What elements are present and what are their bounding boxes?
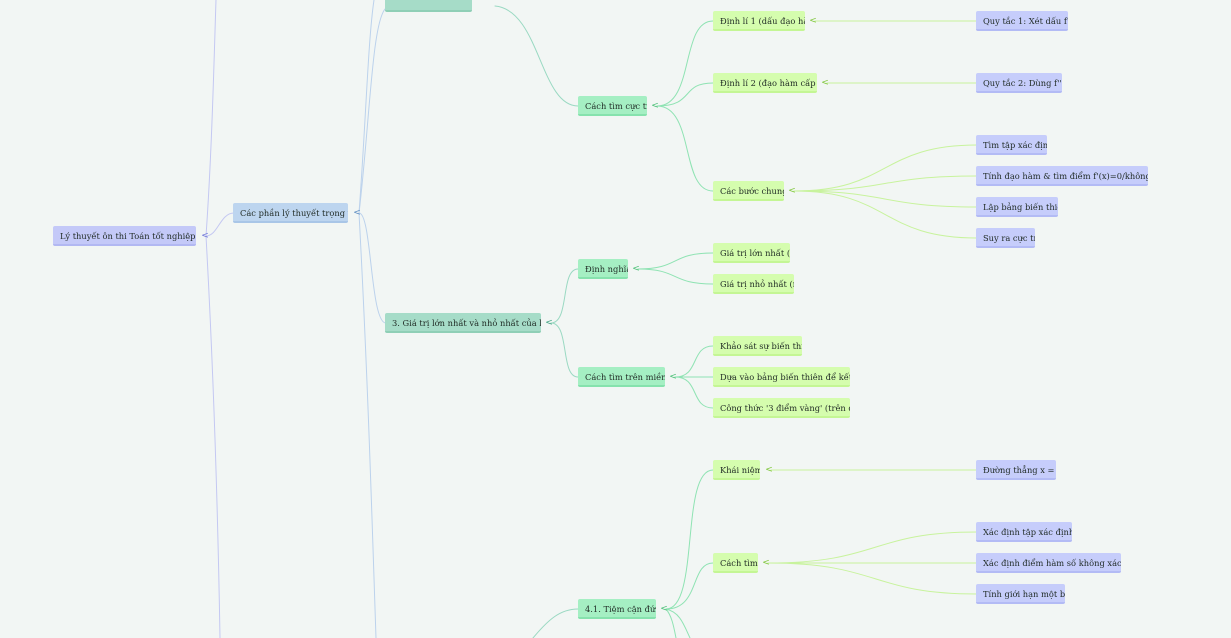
edge-cuctri-cbc [656, 105, 714, 192]
xac-dinh-txd-node[interactable]: Xác định tập xác định D [976, 522, 1072, 542]
collapse-cach-tim-toggle[interactable]: < [762, 558, 770, 568]
collapse-cac-buoc-toggle[interactable]: < [788, 186, 796, 196]
edge-cbc-b3 [793, 190, 978, 208]
section-3-node[interactable]: 3. Giá trị lớn nhất và nhỏ nhất của hàm … [385, 313, 541, 333]
gtln-node[interactable]: Giá trị lớn nhất (M) [713, 243, 790, 263]
collapse-cuc-tri-toggle[interactable]: < [651, 101, 659, 111]
tinh-gioi-han-node[interactable]: Tính giới hạn một bên [976, 584, 1065, 604]
edge-dn-gtln [637, 252, 714, 270]
tiem-can-dung-node[interactable]: 4.1. Tiệm cận đứng [578, 599, 656, 619]
dinh-nghia-node[interactable]: Định nghĩa [578, 259, 628, 279]
edge-s41-offscreen-b [665, 608, 677, 638]
cach-tim-node[interactable]: Cách tìm [713, 553, 758, 573]
edge-s3-dinhnghia [550, 268, 579, 324]
cac-buoc-chung-node[interactable]: Các bước chung [713, 181, 784, 201]
edge-level1-offscreen-up [358, 0, 375, 214]
edge-s2-cuctri [494, 5, 579, 107]
edge-md-ks [674, 345, 714, 378]
edge-cbc-b2 [793, 175, 978, 192]
gtnn-node[interactable]: Giá trị nhỏ nhất (m) [713, 274, 794, 294]
edge-ct-txd [767, 531, 978, 564]
edge-cbc-b1 [793, 144, 978, 192]
collapse-khai-niem-toggle[interactable]: < [765, 465, 773, 475]
edge-s41-incoming [532, 608, 579, 638]
xac-dinh-diem-node[interactable]: Xác định điểm hàm số không xác định [976, 553, 1121, 573]
edge-dn-gtnn [637, 268, 714, 285]
collapse-root-toggle[interactable]: < [201, 231, 209, 241]
edge-cbc-b4 [793, 190, 978, 239]
dinh-li-2-node[interactable]: Định lí 2 (đạo hàm cấp hai) [713, 73, 817, 93]
cach-tim-cuc-tri-node[interactable]: Cách tìm cực trị [578, 96, 647, 116]
collapse-section-3-toggle[interactable]: < [545, 318, 553, 328]
root-node[interactable]: Lý thuyết ôn thi Toán tốt nghiệp THPT [53, 226, 196, 246]
dua-vao-bbt-node[interactable]: Dựa vào bảng biến thiên để kết luận [713, 367, 850, 387]
edge-root-offscreen-down [205, 235, 221, 638]
edge-s41-offscreen-a [665, 608, 691, 638]
collapse-dinh-li-2-toggle[interactable]: < [821, 78, 829, 88]
quy-tac-2-node[interactable]: Quy tắc 2: Dùng f''(x) [976, 73, 1062, 93]
buoc-3-node[interactable]: Lập bảng biến thiên [976, 197, 1058, 217]
buoc-1-node[interactable]: Tìm tập xác định [976, 135, 1047, 155]
collapse-dinh-nghia-toggle[interactable]: < [632, 264, 640, 274]
cong-thuc-3-diem-node[interactable]: Công thức '3 điểm vàng' (trên đoạn) [713, 398, 850, 418]
edge-s3-mien-d [550, 322, 579, 378]
edge-level1-partial-top [358, 7, 387, 214]
buoc-2-node[interactable]: Tính đạo hàm & tìm điểm f'(x)=0/không tồ… [976, 166, 1148, 186]
collapse-dinh-li-1-toggle[interactable]: < [809, 16, 817, 26]
khao-sat-node[interactable]: Khảo sát sự biến thiên [713, 336, 802, 356]
collapse-tiem-can-toggle[interactable]: < [660, 604, 668, 614]
collapse-mien-d-toggle[interactable]: < [669, 372, 677, 382]
edge-md-ct [674, 376, 714, 409]
edge-level1-offscreen-down [358, 212, 377, 638]
buoc-4-node[interactable]: Suy ra cực trị [976, 228, 1035, 248]
quy-tac-1-node[interactable]: Quy tắc 1: Xét dấu f'(x) [976, 11, 1068, 31]
collapse-level1-toggle[interactable]: < [353, 208, 361, 218]
edge-root-offscreen-up [205, 0, 217, 237]
edge-s41-khainiem [665, 469, 714, 610]
dinh-li-1-node[interactable]: Định lí 1 (dấu đạo hàm) [713, 11, 805, 31]
edge-cuctri-dl2 [656, 82, 714, 107]
edge-ct-gh [767, 562, 978, 595]
edge-level1-s3 [358, 212, 387, 324]
edge-root-level1 [205, 212, 235, 237]
edge-cuctri-dl1 [656, 20, 714, 107]
duong-thang-node[interactable]: Đường thẳng x = x₀ [976, 460, 1056, 480]
khai-niem-node[interactable]: Khái niệm [713, 460, 760, 480]
cach-tim-mien-d-node[interactable]: Cách tìm trên miền D [578, 367, 665, 387]
level1-node[interactable]: Các phần lý thuyết trọng tâm [233, 203, 348, 223]
edge-s41-cachtim [665, 562, 714, 610]
section-2-node-partial[interactable] [385, 0, 472, 12]
